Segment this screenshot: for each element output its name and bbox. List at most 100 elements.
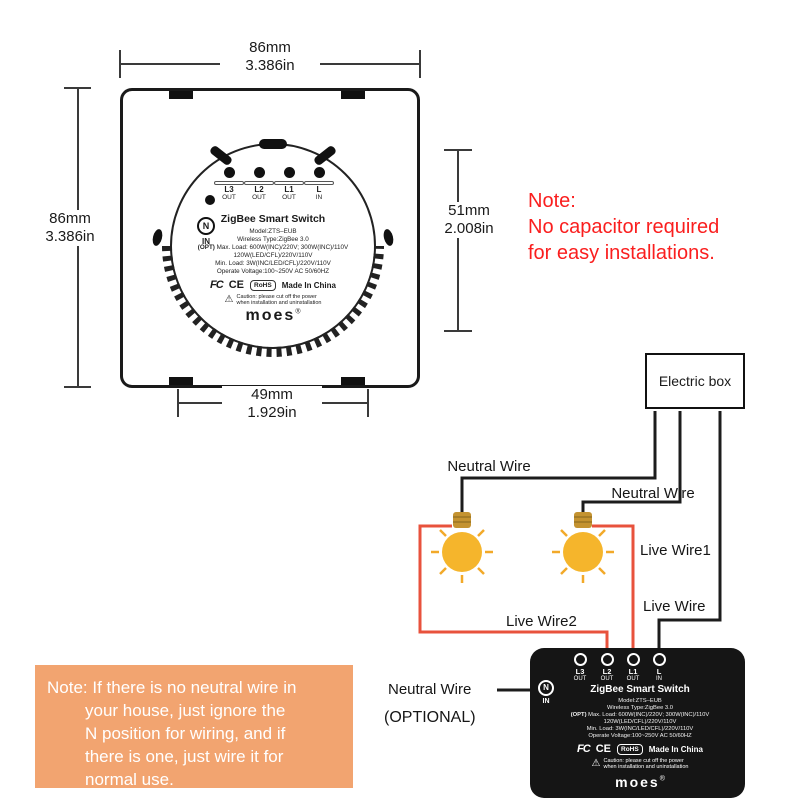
terminal-label: L [316, 185, 322, 194]
bterm-l3: L3 OUT [567, 653, 593, 683]
terminal-screw [223, 167, 235, 178]
dim-bottom-label: 49mm 1.929in [222, 386, 322, 422]
electric-box: Electric box [645, 353, 745, 409]
dim-right-tick-top [444, 149, 472, 151]
note-line5: normal use. [85, 770, 174, 789]
label-optional: (OPTIONAL) [384, 709, 476, 726]
opt-tag: (OPT) [197, 244, 215, 251]
label-neutral-wire-2: Neutral Wire [611, 485, 695, 502]
terminal-label: L3 [224, 185, 234, 194]
registered-mark: ® [295, 308, 301, 316]
switch-front-module: L3 OUT L2 OUT L1 OUT L IN N IN ZigBee Sm… [530, 648, 745, 798]
caution-row: ⚠ Caution: please cut off the power when… [170, 294, 376, 306]
terminal-ring [573, 653, 587, 666]
module-wireless: Wireless Type:ZigBee 3.0 [237, 236, 309, 243]
cert-row: FC CE RoHS Made In China [170, 279, 376, 291]
module-minload: Min. Load: 3W(INC/LED/CFL)/220V/110V [215, 260, 331, 267]
capacitor-note-line1: No capacitor required [528, 216, 720, 238]
neutral-wire-bulb2 [581, 411, 682, 514]
module-maxload2: 120W(LED/CFL)/220V/110V [603, 719, 677, 725]
neutral-wire-note: Note: If there is no neutral wire in you… [35, 665, 353, 789]
light-bulb-2 [552, 512, 614, 583]
warning-icon: ⚠ [224, 294, 234, 306]
mount-tab [169, 91, 193, 99]
module-minload: Min. Load: 3W(INC/LED/CFL)/220V/110V [586, 726, 694, 732]
dim-left-label: 86mm 3.386in [28, 210, 112, 246]
dim-right-in: 2.008in [444, 220, 494, 237]
dim-left-tick-top [64, 87, 91, 89]
terminal-l3: L3 OUT [214, 167, 244, 201]
terminal-label-box [274, 181, 304, 185]
dim-bottom-tick-right [367, 389, 369, 417]
dim-top-tick-right [419, 50, 421, 78]
dim-right-mm: 51mm [448, 202, 490, 219]
neutral-terminal: N [197, 217, 215, 235]
terminal-sub: OUT [282, 194, 296, 201]
live-wire2 [418, 524, 609, 652]
module-voltage: Operate Voltage:100~250V AC 50/60HZ [216, 268, 330, 275]
dim-bottom-mm: 49mm [251, 386, 293, 403]
dim-right-label: 51mm 2.008in [427, 202, 511, 238]
terminal-l: L IN [304, 167, 334, 201]
label-live-wire1: Live Wire1 [640, 542, 711, 559]
module-voltage: Operate Voltage:100~250V AC 50/60HZ [588, 733, 692, 739]
rohs-icon: RoHS [617, 743, 643, 755]
fcc-icon: FC [577, 743, 591, 755]
terminal-screw [283, 167, 295, 178]
label-neutral-wire-1: Neutral Wire [447, 458, 531, 475]
neutral-terminal-sub: IN [542, 698, 550, 705]
capacitor-note-heading: Note: [528, 190, 576, 212]
capacitor-note: Note: No capacitor required for easy ins… [528, 188, 719, 266]
gear-teeth [162, 245, 384, 357]
label-live-wire: Live Wire [643, 598, 706, 615]
label-neutral-optional: Neutral Wire [388, 681, 472, 698]
brand-logo: moes [245, 307, 296, 324]
brand-logo: moes [615, 774, 660, 790]
dim-bottom-in: 1.929in [247, 404, 297, 421]
fcc-icon: FC [210, 279, 224, 291]
note-line3: N position for wiring, and if [85, 724, 286, 743]
terminal-label-box [214, 181, 244, 185]
terminal-label: L2 [254, 185, 264, 194]
ce-icon: CE [595, 743, 611, 755]
brand-row: moes® [170, 307, 376, 325]
module-maxload: (OPT) Max. Load: 600W(INC)/220V; 300W(IN… [570, 712, 710, 718]
caution-text: Caution: please cut off the power when i… [603, 758, 689, 771]
label-live-wire2: Live Wire2 [506, 613, 577, 630]
terminal-l2: L2 OUT [244, 167, 274, 201]
terminal-ring [626, 653, 640, 666]
dim-left-mm: 86mm [49, 210, 91, 227]
terminal-label-box [244, 181, 274, 185]
module-wireless: Wireless Type:ZigBee 3.0 [607, 705, 673, 711]
brand-row: moes® [558, 774, 722, 792]
module-title: ZigBee Smart Switch [590, 684, 690, 695]
dim-left-tick-bottom [64, 386, 91, 388]
module-maxload2: 120W(LED/CFL)/220V/110V [233, 252, 313, 259]
note-line4: there is one, just wire it for [85, 747, 284, 766]
rohs-icon: RoHS [250, 279, 276, 291]
terminal-label-box [304, 181, 334, 185]
terminal-sub: IN [315, 194, 323, 201]
warning-icon: ⚠ [591, 758, 601, 770]
switch-back-panel: L3 OUT L2 OUT L1 OUT L IN N IN ZigBee Sm… [120, 88, 420, 388]
mount-tab [341, 377, 365, 385]
dim-right-line [457, 150, 459, 332]
terminal-label: L1 [284, 185, 294, 194]
module-model: Model:ZTS–EUB [618, 698, 662, 704]
bterm-l: L IN [646, 653, 672, 683]
terminal-sub: OUT [252, 194, 266, 201]
ce-icon: CE [228, 279, 244, 291]
dim-right-tick-bottom [444, 330, 472, 332]
terminal-screw [253, 167, 265, 178]
top-slot [259, 139, 287, 149]
dim-top-label: 86mm 3.386in [220, 39, 320, 75]
bterm-l1: L1 OUT [620, 653, 646, 683]
terminal-screw [313, 167, 325, 178]
note-line2: your house, just ignore the [85, 701, 286, 720]
dim-top-mm: 86mm [249, 39, 291, 56]
dim-top-tick-left [119, 50, 121, 78]
module-maxload: (OPT) Max. Load: 600W(INC)/220V; 300W(IN… [197, 244, 349, 251]
light-bulb-1 [431, 512, 493, 583]
